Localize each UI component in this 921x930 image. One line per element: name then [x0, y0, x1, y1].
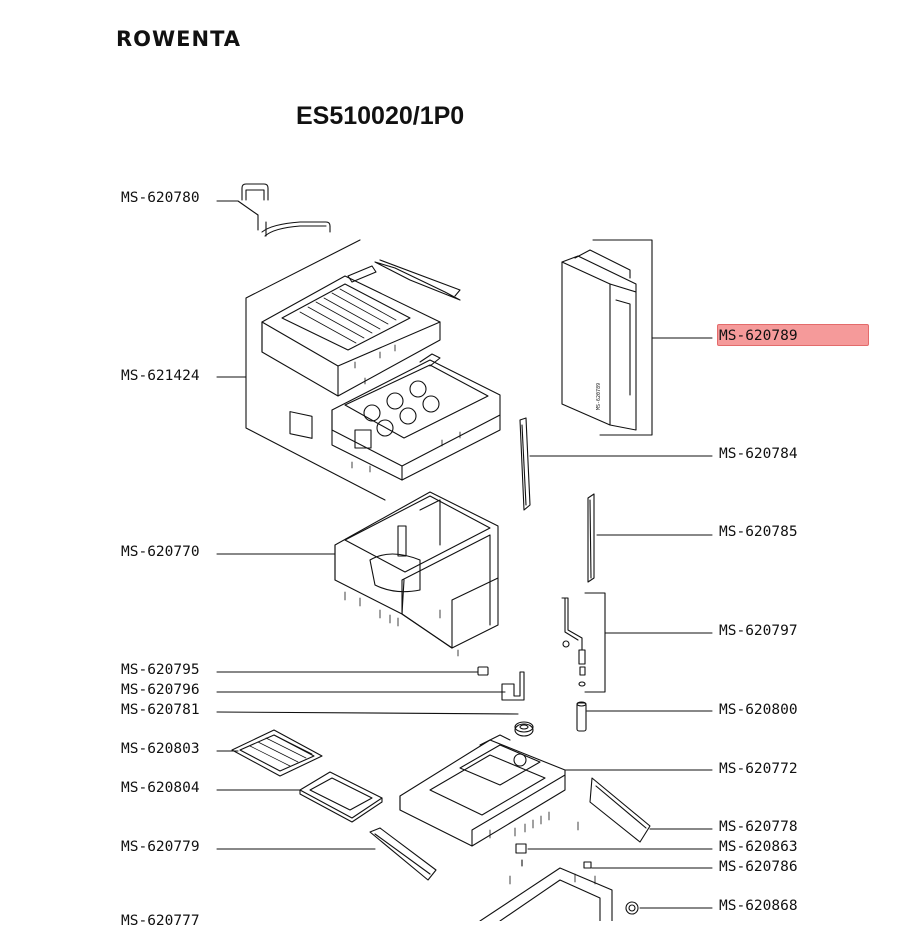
side-strip-part	[587, 493, 595, 583]
part-label-ms-620770[interactable]: MS-620770	[121, 544, 200, 560]
leader-lines	[216, 200, 713, 909]
part-label-ms-620863[interactable]: MS-620863	[719, 839, 798, 855]
water-tank-part: MS-620789	[561, 249, 637, 431]
part-label-ms-620800[interactable]: MS-620800	[719, 702, 798, 718]
top-housing-part	[261, 259, 501, 481]
handle-wire-part	[241, 183, 331, 237]
svg-text:MS-620789: MS-620789	[596, 383, 602, 410]
part-label-ms-620781[interactable]: MS-620781	[121, 702, 200, 718]
part-label-ms-620796[interactable]: MS-620796	[121, 682, 200, 698]
front-strip-part	[369, 827, 437, 881]
base-unit-part	[399, 734, 579, 847]
model-title: ES510020/1P0	[296, 102, 465, 130]
part-label-ms-620868[interactable]: MS-620868	[719, 898, 798, 914]
part-label-ms-620778[interactable]: MS-620778	[719, 819, 798, 835]
part-label-ms-620779[interactable]: MS-620779	[121, 839, 200, 855]
part-label-ms-620786[interactable]: MS-620786	[719, 859, 798, 875]
chassis-frame-part	[334, 491, 499, 657]
drip-tray-part	[299, 771, 383, 823]
part-label-ms-620803[interactable]: MS-620803	[121, 741, 200, 757]
brand-logo: ROWENTA	[116, 27, 242, 51]
part-label-ms-620797[interactable]: MS-620797	[719, 623, 798, 639]
small-fittings-part	[477, 666, 534, 737]
part-label-ms-621424[interactable]: MS-621424	[121, 368, 200, 384]
seal-strip-part	[519, 417, 531, 511]
highlight-box	[717, 324, 869, 346]
part-label-ms-620789[interactable]: MS-620789	[719, 328, 798, 344]
cylinder-part	[576, 701, 587, 732]
pipe-part	[561, 597, 586, 687]
bottom-housing-part	[479, 867, 613, 921]
drip-grid-part	[231, 729, 323, 777]
part-label-ms-620795[interactable]: MS-620795	[121, 662, 200, 678]
part-label-ms-620785[interactable]: MS-620785	[719, 524, 798, 540]
part-label-ms-620772[interactable]: MS-620772	[719, 761, 798, 777]
side-panel-part	[589, 777, 651, 843]
part-label-ms-620784[interactable]: MS-620784	[719, 446, 798, 462]
part-label-ms-620780[interactable]: MS-620780	[121, 190, 200, 206]
small-clips-part	[515, 843, 639, 915]
part-label-ms-620804[interactable]: MS-620804	[121, 780, 200, 796]
